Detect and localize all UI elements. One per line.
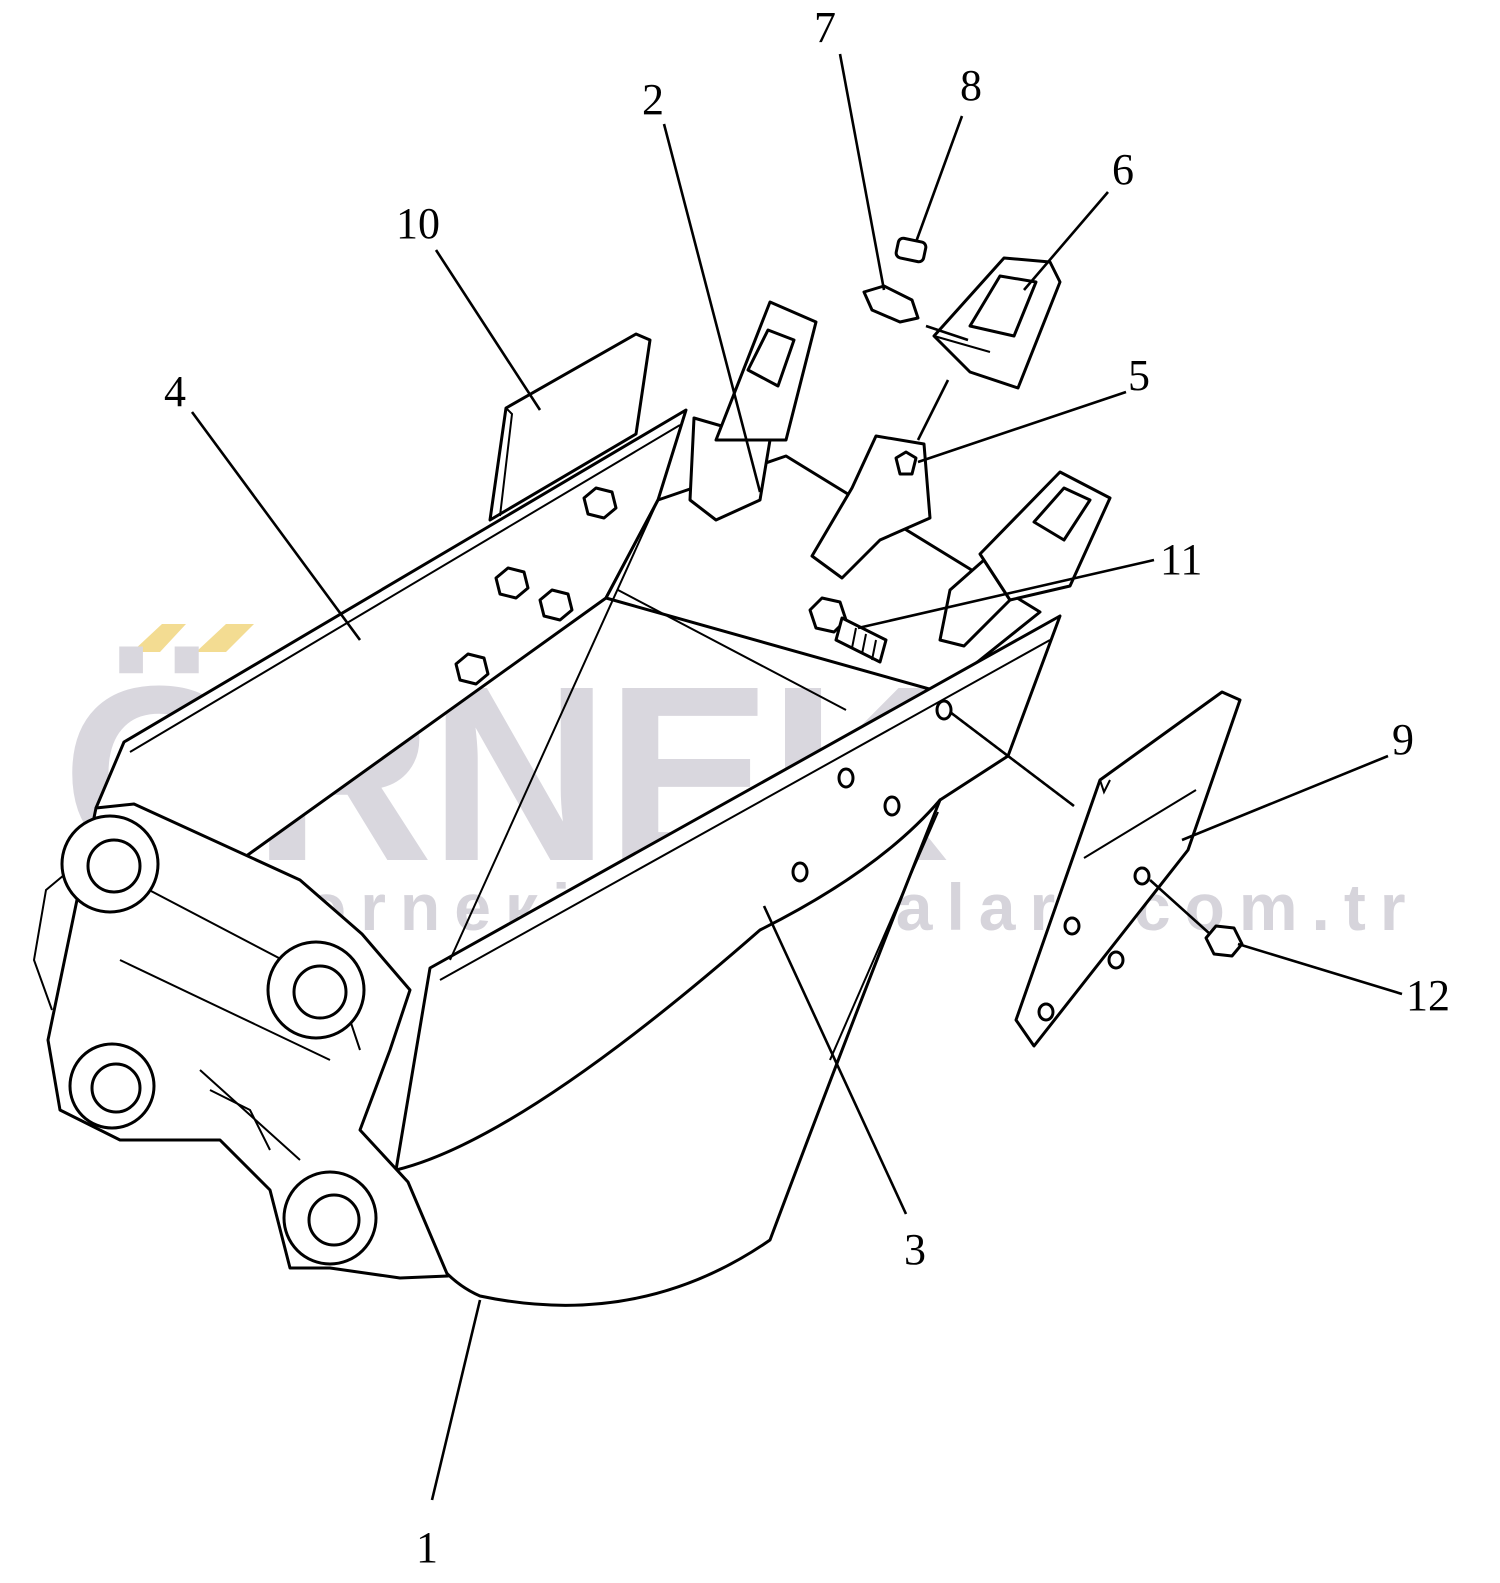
top-back-plate-edge xyxy=(499,407,514,517)
bucket-bottom-curve xyxy=(394,798,942,1172)
rubber-lock xyxy=(894,236,928,264)
leader-lines xyxy=(190,53,1403,1501)
watermark-accent-right xyxy=(196,624,254,652)
callout-7: 7 xyxy=(814,3,836,52)
lock-pin xyxy=(862,284,920,324)
side-hole xyxy=(935,699,953,721)
callout-8: 8 xyxy=(960,61,982,110)
bucket-right-edge xyxy=(439,639,1051,981)
side-hole xyxy=(883,795,901,817)
side-cutter xyxy=(1014,690,1242,1048)
bucket-seam-line xyxy=(449,499,659,961)
left-side-plate-edge xyxy=(129,424,681,753)
side-hole xyxy=(837,767,855,789)
callout-2: 2 xyxy=(642,75,664,124)
callout-6: 6 xyxy=(1112,145,1134,194)
boss-bolts xyxy=(454,486,618,686)
bucket-seam-line-2 xyxy=(829,811,939,1061)
nut xyxy=(1204,924,1244,958)
bolt xyxy=(808,596,888,664)
callout-4: 4 xyxy=(164,367,186,416)
callout-9: 9 xyxy=(1392,715,1414,764)
watermark-accent-left xyxy=(132,624,186,652)
tooth-middle xyxy=(810,434,932,580)
side-hole xyxy=(791,861,809,883)
top-back-plate xyxy=(488,332,652,522)
callout-3: 3 xyxy=(904,1225,926,1274)
callout-11: 11 xyxy=(1160,535,1202,584)
callout-12: 12 xyxy=(1406,971,1450,1020)
callout-labels: 1 2 3 4 5 6 7 8 9 10 11 12 xyxy=(164,3,1450,1572)
callout-10: 10 xyxy=(396,199,440,248)
callout-5: 5 xyxy=(1128,351,1150,400)
callout-1: 1 xyxy=(416,1523,438,1572)
bucket-assembly xyxy=(32,236,1244,1307)
pin-bracket xyxy=(32,802,450,1280)
bucket-floor-line xyxy=(617,589,847,711)
tooth-point-exploded xyxy=(932,256,1062,390)
tooth-left xyxy=(688,300,818,522)
tooth-right xyxy=(938,470,1112,648)
